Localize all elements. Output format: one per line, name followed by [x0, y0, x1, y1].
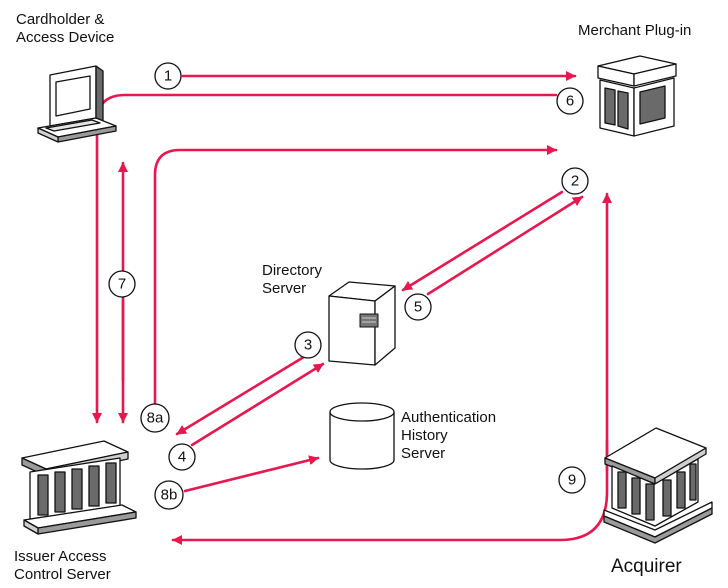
step-4-marker: 4	[168, 443, 196, 471]
step-4-label: 4	[178, 449, 186, 466]
directory-server-label-line1: Directory	[262, 262, 323, 279]
issuer-label-line1: Issuer Access	[14, 548, 107, 565]
arrow-step-3	[175, 350, 314, 436]
step-2-marker: 2	[561, 167, 589, 195]
step-8b-label: 8b	[161, 487, 178, 504]
step-7-marker: 7	[108, 270, 136, 298]
step-3-label: 3	[304, 337, 312, 354]
step-6-label: 6	[566, 93, 574, 110]
history-server-label-line3: Server	[401, 445, 446, 462]
history-server-label-line2: History	[401, 427, 448, 444]
step-5-marker: 5	[404, 293, 432, 321]
step-8b-marker: 8b	[154, 480, 184, 510]
arrow-step-8b	[183, 455, 320, 493]
arrow-step-6	[92, 93, 558, 424]
storefront-icon	[597, 55, 677, 137]
arrow-step-5	[401, 190, 564, 292]
step-1-label: 1	[164, 68, 172, 85]
step-2-label: 2	[571, 173, 579, 190]
arrow-step-4	[190, 362, 325, 447]
bank-building-icon	[21, 440, 137, 535]
cardholder-label-line2: Access Device	[16, 29, 115, 46]
step-6-marker: 6	[556, 87, 584, 115]
directory-server-label: Directory Server	[262, 262, 322, 298]
acquirer-label: Acquirer	[611, 556, 682, 577]
flow-arrows	[92, 71, 612, 545]
issuer-label-line2: Control Server	[14, 566, 111, 583]
server-box-icon	[328, 281, 396, 366]
cardholder-label: Cardholder & Access Device	[16, 11, 114, 47]
cardholder-label-line1: Cardholder &	[16, 11, 105, 28]
step-markers: 1 6 2 5 3 4 7 8a	[108, 62, 589, 510]
arrow-step-9-issuer	[171, 438, 609, 545]
step-8a-marker: 8a	[140, 403, 170, 433]
desktop-computer-icon	[37, 65, 117, 143]
step-7-label: 7	[118, 276, 126, 293]
arrow-step-8a	[153, 145, 558, 406]
bank-building-icon	[603, 427, 713, 544]
step-3-marker: 3	[294, 331, 322, 359]
history-server-label-line1: Authentication	[401, 409, 497, 426]
directory-server-label-line2: Server	[262, 280, 307, 297]
step-9-label: 9	[568, 472, 576, 489]
step-1-marker: 1	[154, 62, 182, 90]
merchant-label: Merchant Plug-in	[578, 22, 692, 39]
history-server-label: Authentication History Server	[401, 409, 496, 463]
step-9-marker: 9	[558, 466, 586, 494]
step-5-label: 5	[414, 299, 422, 316]
database-cylinder-icon	[329, 402, 395, 470]
step-8a-label: 8a	[147, 410, 164, 427]
issuer-label: Issuer Access Control Server	[14, 548, 111, 584]
arrow-step-2	[426, 195, 584, 296]
